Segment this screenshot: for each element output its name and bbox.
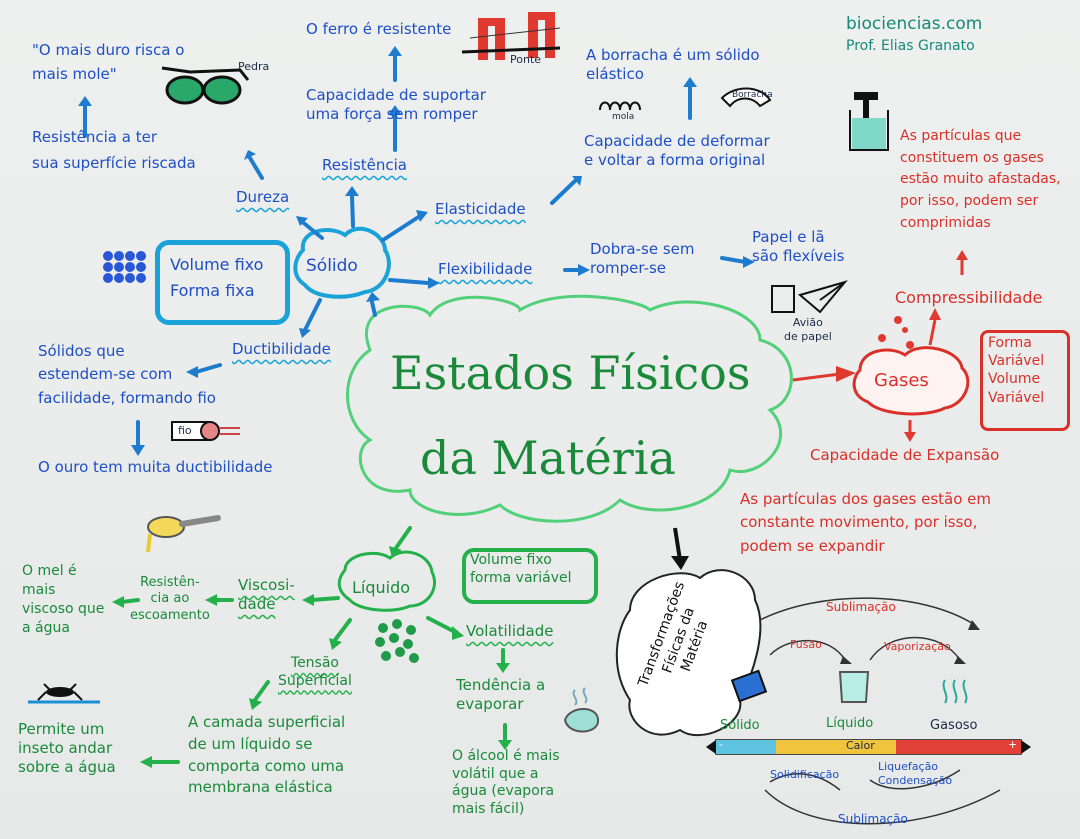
liquid-cloud bbox=[337, 550, 436, 612]
volatilidade-label: Volatilidade bbox=[466, 622, 554, 640]
dureza-desc: Resistência a ter sua superfície riscada bbox=[32, 128, 196, 172]
glasses-caption: Pedra bbox=[238, 60, 270, 73]
solid-particles-icon bbox=[103, 251, 146, 283]
viscosidade-desc: Resistên- cia ao escoamento bbox=[130, 575, 210, 623]
solid-label: Sólido bbox=[306, 256, 358, 276]
insect-icon bbox=[28, 683, 100, 704]
arrow-sublimacao-bottom: Sublimação bbox=[838, 812, 908, 826]
vapor-icon bbox=[942, 679, 968, 704]
paper-plane-icon bbox=[771, 280, 848, 314]
center-title-line1: Estados Físicos bbox=[390, 346, 751, 400]
liquid-props: Volume fixo forma variável bbox=[470, 552, 572, 586]
gas-particles-icon bbox=[878, 316, 914, 349]
arrow-vaporizacao: Vaporização bbox=[884, 640, 951, 653]
gas-cloud bbox=[852, 346, 970, 416]
resistencia-label: Resistência bbox=[322, 156, 407, 174]
pitcher-icon bbox=[838, 671, 870, 703]
spring-caption: mola bbox=[612, 112, 635, 122]
expansion-label: Capacidade de Expansão bbox=[810, 446, 1000, 464]
tensao-label: Tensão Superficial bbox=[278, 655, 352, 689]
center-title-line2: da Matéria bbox=[420, 431, 676, 485]
volatilidade-desc: Tendência a evaporar bbox=[456, 676, 546, 713]
gas-props: Forma Variável Volume Variável bbox=[988, 335, 1045, 406]
state-solid: Sólido bbox=[720, 718, 760, 733]
honey-spoon-icon bbox=[146, 515, 221, 553]
compress-label: Compressibilidade bbox=[895, 288, 1043, 307]
arrow-fusao: Fusão bbox=[790, 638, 822, 651]
state-liquid: Líquido bbox=[826, 716, 874, 731]
flexibilidade-desc: Dobra-se sem romper-se bbox=[590, 240, 695, 277]
liquid-label: Líquido bbox=[352, 578, 411, 597]
state-gas: Gasoso bbox=[930, 718, 978, 733]
flexibilidade-example: Papel e lã são flexíveis bbox=[752, 228, 845, 265]
volatilidade-example: O álcool é mais volátil que a água (evap… bbox=[452, 748, 560, 817]
arrow-liquefacao: Liquefação Condensação bbox=[878, 760, 953, 787]
solid-props-box bbox=[155, 240, 290, 325]
bridge-icon bbox=[461, 12, 561, 60]
resistencia-desc: Capacidade de suportar uma força sem rom… bbox=[306, 86, 486, 123]
solid-cloud bbox=[293, 226, 391, 299]
ductibilidade-desc: Sólidos que estendem-se com facilidade, … bbox=[38, 342, 216, 407]
wire-icon bbox=[171, 421, 240, 441]
tensao-desc: A camada superficial de um líquido se co… bbox=[188, 713, 346, 797]
ductibilidade-label: Ductibilidade bbox=[232, 340, 331, 358]
plane-caption: Avião de papel bbox=[784, 316, 832, 343]
bridge-caption: Ponte bbox=[510, 53, 542, 66]
heat-plus: + bbox=[1008, 738, 1018, 751]
ductibilidade-example: O ouro tem muita ductibilidade bbox=[38, 458, 273, 476]
rubber-icon bbox=[720, 87, 772, 108]
gas-props-box bbox=[980, 330, 1070, 431]
dureza-label: Dureza bbox=[236, 188, 290, 206]
evaporation-icon bbox=[563, 687, 599, 733]
liquid-particles-icon bbox=[375, 619, 419, 663]
spring-icon bbox=[599, 101, 641, 111]
piston-icon bbox=[849, 92, 889, 151]
viscosidade-example: O mel é mais viscoso que a água bbox=[22, 563, 105, 636]
wire-caption: fio bbox=[178, 424, 192, 437]
heat-label: Calor bbox=[846, 739, 875, 752]
resistencia-example: O ferro é resistente bbox=[306, 20, 452, 38]
viscosidade-label: Viscosi- dade bbox=[238, 576, 295, 613]
center-cloud bbox=[346, 294, 793, 523]
rubber-caption: Borracha bbox=[732, 90, 773, 100]
elasticidade-example: A borracha é um sólido elástico bbox=[586, 46, 760, 83]
dureza-quote: "O mais duro risca o mais mole" bbox=[32, 41, 185, 83]
flexibilidade-label: Flexibilidade bbox=[438, 260, 533, 278]
arrow-solidificacao: Solidificação bbox=[770, 768, 840, 781]
solid-props: Volume fixo Forma fixa bbox=[170, 255, 264, 300]
tensao-example: Permite um inseto andar sobre a água bbox=[18, 720, 116, 776]
gas-label: Gases bbox=[874, 370, 929, 391]
glasses-icon bbox=[161, 66, 250, 105]
elasticidade-label: Elasticidade bbox=[435, 200, 526, 218]
ice-cubes-icon bbox=[730, 669, 768, 703]
credit-author: Prof. Elias Granato bbox=[846, 38, 975, 54]
elasticidade-desc: Capacidade de deformar e voltar a forma … bbox=[584, 132, 770, 169]
compress-desc: As partículas que constituem os gases es… bbox=[900, 128, 1061, 231]
credit-site: biociencias.com bbox=[846, 14, 983, 34]
heat-minus: - bbox=[719, 738, 723, 751]
arrow-sublimacao-top: Sublimação bbox=[826, 600, 896, 614]
expansion-desc: As partículas dos gases estão em constan… bbox=[740, 490, 991, 555]
heat-bar bbox=[706, 739, 1031, 755]
liquid-props-box bbox=[462, 548, 598, 604]
